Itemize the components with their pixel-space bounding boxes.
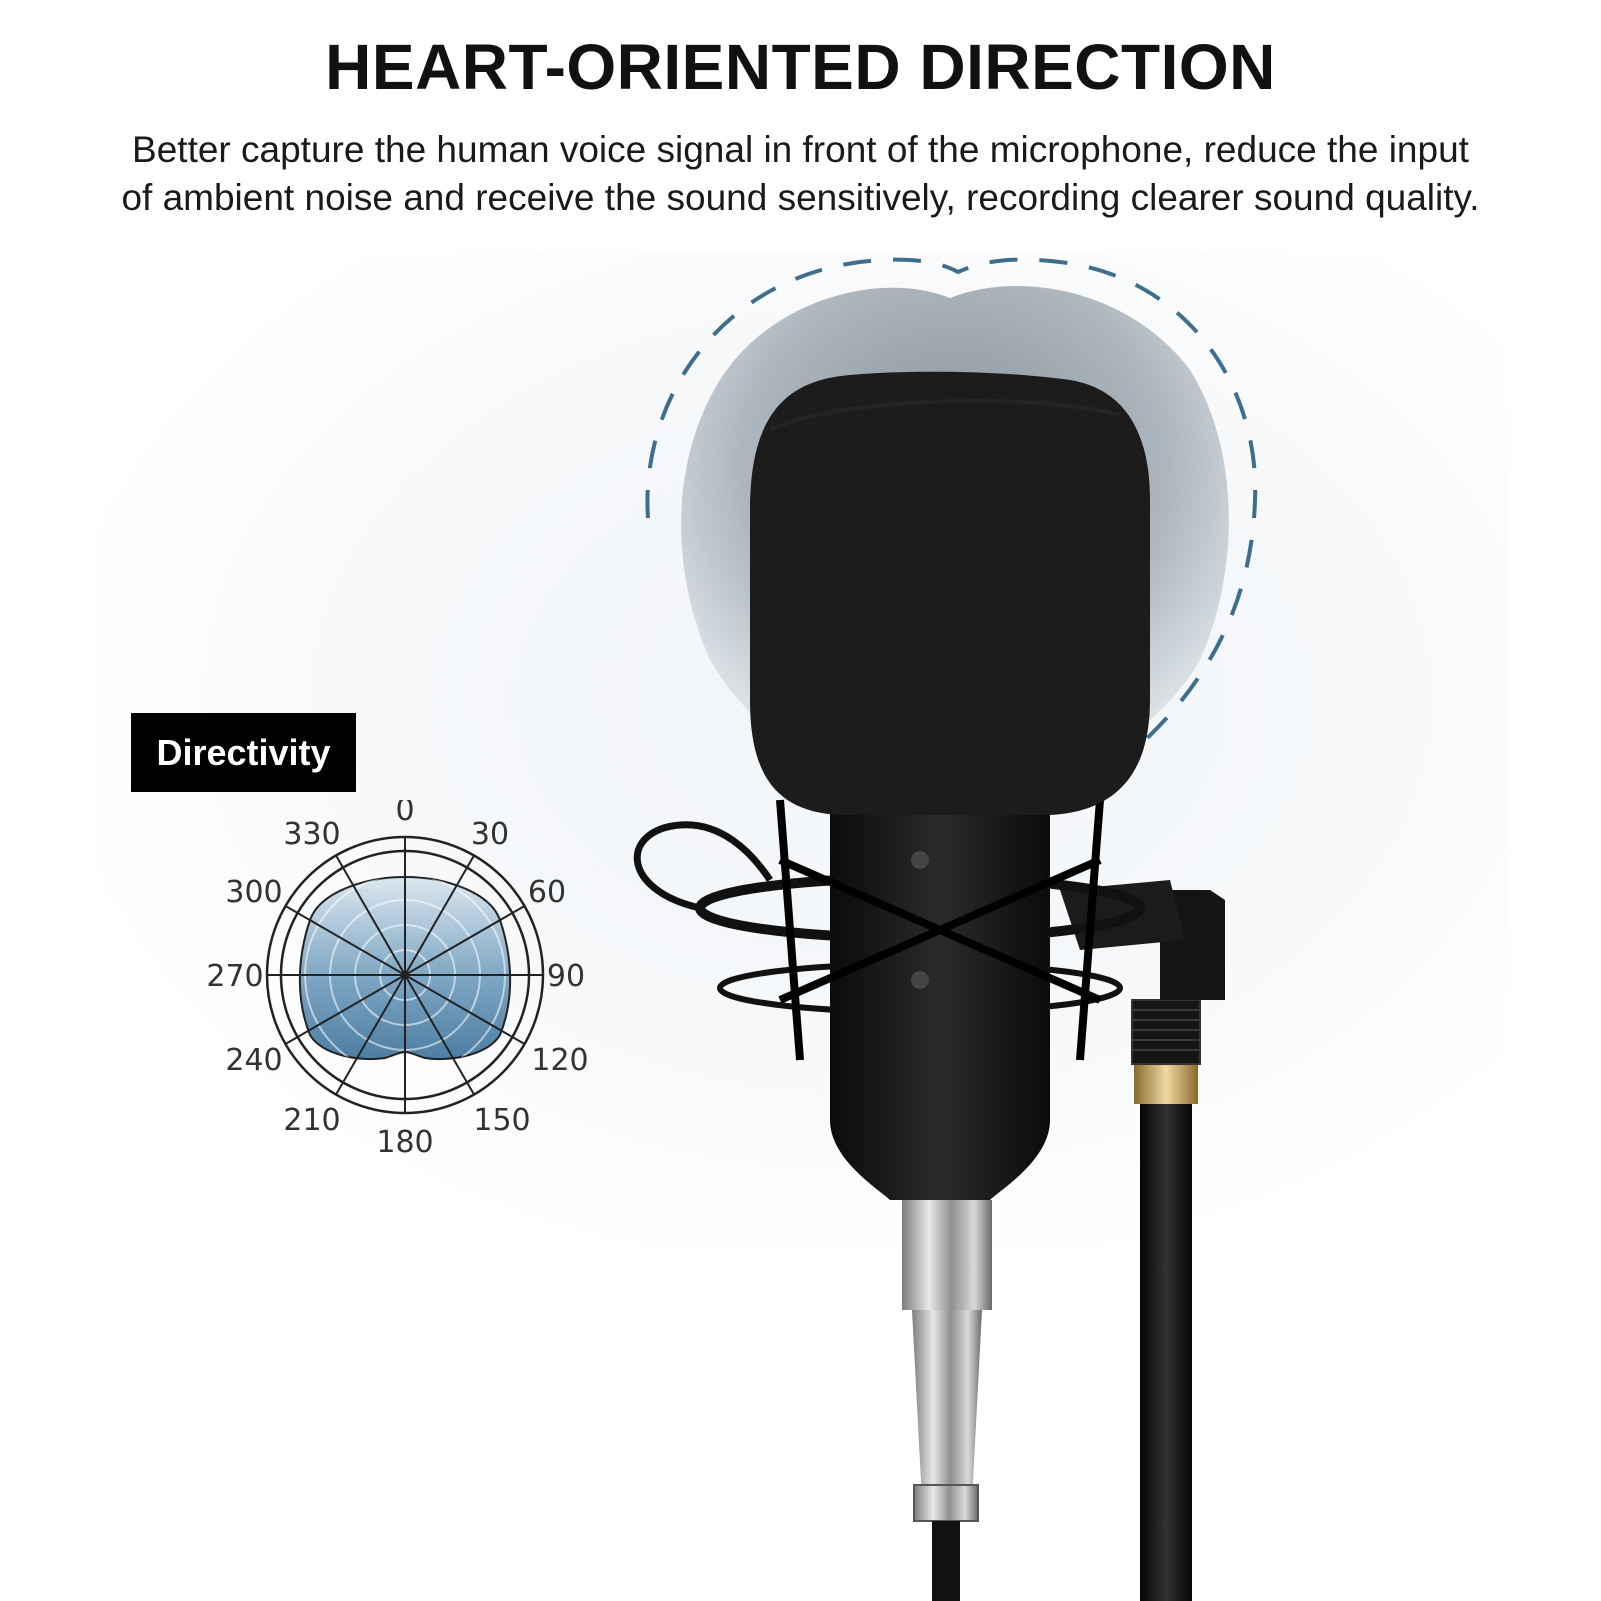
angle-label-210: 210 (283, 1103, 340, 1138)
stand-pole (1140, 1020, 1192, 1601)
microphone-body (830, 800, 1050, 1200)
angle-label-240: 240 (225, 1043, 282, 1078)
polar-pattern-diagram: 0 30 60 90 120 150 180 210 240 270 300 3… (206, 800, 588, 1160)
angle-label-90: 90 (547, 959, 585, 994)
angle-label-0: 0 (395, 800, 414, 828)
polar-spokes (267, 837, 543, 1113)
angle-label-60: 60 (528, 875, 566, 910)
description-text: Better capture the human voice signal in… (40, 126, 1561, 222)
xlr-connector (902, 1200, 992, 1310)
angle-label-180: 180 (376, 1125, 433, 1160)
stand-gold-ring (1134, 1060, 1198, 1104)
dashed-pattern-outline (645, 257, 1258, 747)
xlr-plug (912, 1310, 982, 1500)
description-line-2: of ambient noise and receive the sound s… (121, 177, 1480, 218)
xlr-cable (932, 1521, 960, 1601)
angle-label-270: 270 (206, 959, 263, 994)
directivity-badge: Directivity (131, 713, 356, 792)
angle-label-300: 300 (225, 875, 282, 910)
angle-label-120: 120 (531, 1043, 588, 1078)
angle-label-30: 30 (471, 817, 509, 852)
foam-windscreen (750, 371, 1150, 815)
description-line-1: Better capture the human voice signal in… (132, 129, 1469, 170)
angle-label-330: 330 (283, 817, 340, 852)
angle-label-150: 150 (473, 1103, 530, 1138)
page-title: HEART-ORIENTED DIRECTION (325, 31, 1276, 103)
microphone-illustration (633, 257, 1258, 1601)
shock-mount-handle (633, 821, 773, 912)
